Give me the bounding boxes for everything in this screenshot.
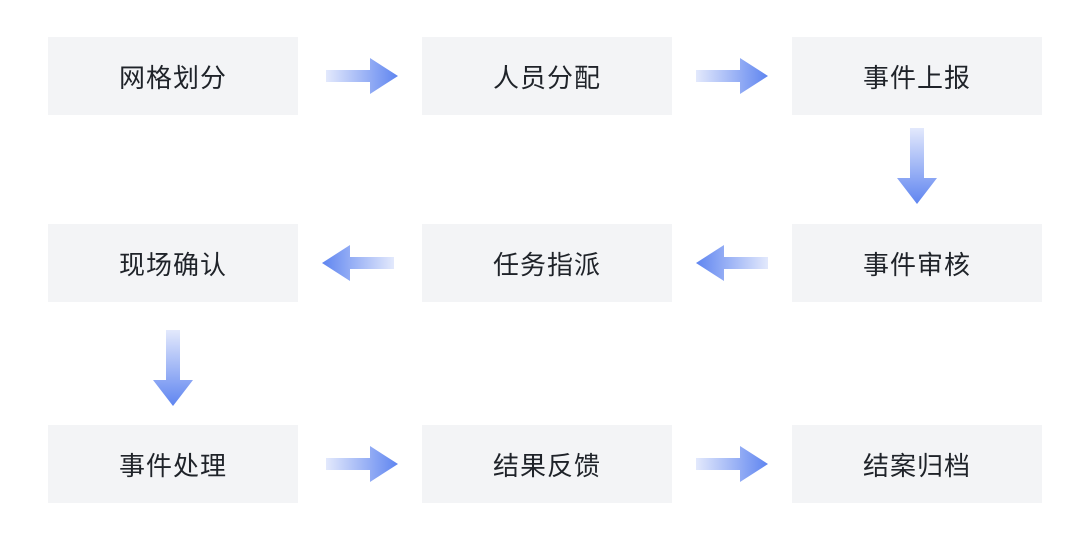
step-task-dispatch: 任务指派 xyxy=(422,224,672,302)
arrow-down-icon xyxy=(896,128,938,206)
arrow-right-icon xyxy=(696,56,768,96)
step-label: 结果反馈 xyxy=(492,451,601,482)
step-label: 事件上报 xyxy=(862,63,971,94)
step-label: 任务指派 xyxy=(492,250,601,281)
arrow-right-icon xyxy=(696,444,768,484)
step-staff-assignment: 人员分配 xyxy=(422,37,672,115)
arrow-left-icon xyxy=(696,243,768,283)
step-label: 人员分配 xyxy=(492,63,601,94)
step-grid-division: 网格划分 xyxy=(48,37,298,115)
arrow-down-icon xyxy=(152,330,194,408)
step-result-feedback: 结果反馈 xyxy=(422,425,672,503)
step-label: 网格划分 xyxy=(118,63,227,94)
arrow-right-icon xyxy=(326,56,398,96)
step-case-archive: 结案归档 xyxy=(792,425,1042,503)
step-event-report: 事件上报 xyxy=(792,37,1042,115)
step-label: 事件审核 xyxy=(862,250,971,281)
step-label: 现场确认 xyxy=(118,250,227,281)
step-onsite-confirm: 现场确认 xyxy=(48,224,298,302)
step-event-review: 事件审核 xyxy=(792,224,1042,302)
arrow-right-icon xyxy=(326,444,398,484)
step-event-handling: 事件处理 xyxy=(48,425,298,503)
arrow-left-icon xyxy=(322,243,394,283)
step-label: 事件处理 xyxy=(118,451,227,482)
step-label: 结案归档 xyxy=(862,451,971,482)
